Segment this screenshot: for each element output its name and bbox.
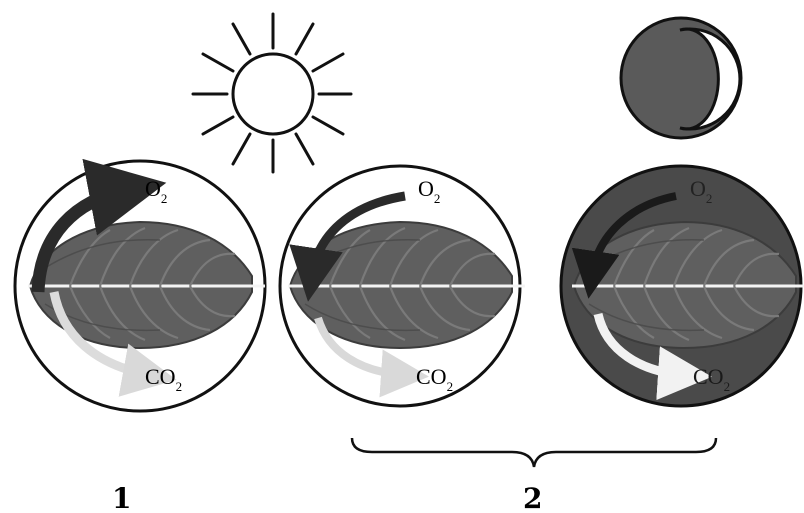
sun-icon <box>191 12 353 174</box>
co2-label: CO2 <box>693 364 730 394</box>
o2-label: O2 <box>690 176 712 206</box>
co2-arrow <box>49 291 177 397</box>
group-label-2: 2 <box>523 482 542 513</box>
moon-icon <box>619 16 743 140</box>
o2-label: O2 <box>418 176 440 206</box>
panel-3: O2 CO2 <box>559 164 804 408</box>
panel-1: O2 CO2 <box>13 158 267 413</box>
co2-label: CO2 <box>145 364 182 394</box>
o2-arrow <box>31 158 167 293</box>
o2-arrow <box>571 192 677 299</box>
co2-label: CO2 <box>416 364 453 394</box>
o2-label: O2 <box>145 176 167 206</box>
co2-arrow <box>593 312 712 401</box>
curly-brace <box>350 437 718 468</box>
co2-arrow <box>314 316 429 398</box>
panel-2: O2 CO2 <box>278 164 527 408</box>
group-label-1: 1 <box>112 482 131 513</box>
o2-arrow <box>289 191 406 302</box>
